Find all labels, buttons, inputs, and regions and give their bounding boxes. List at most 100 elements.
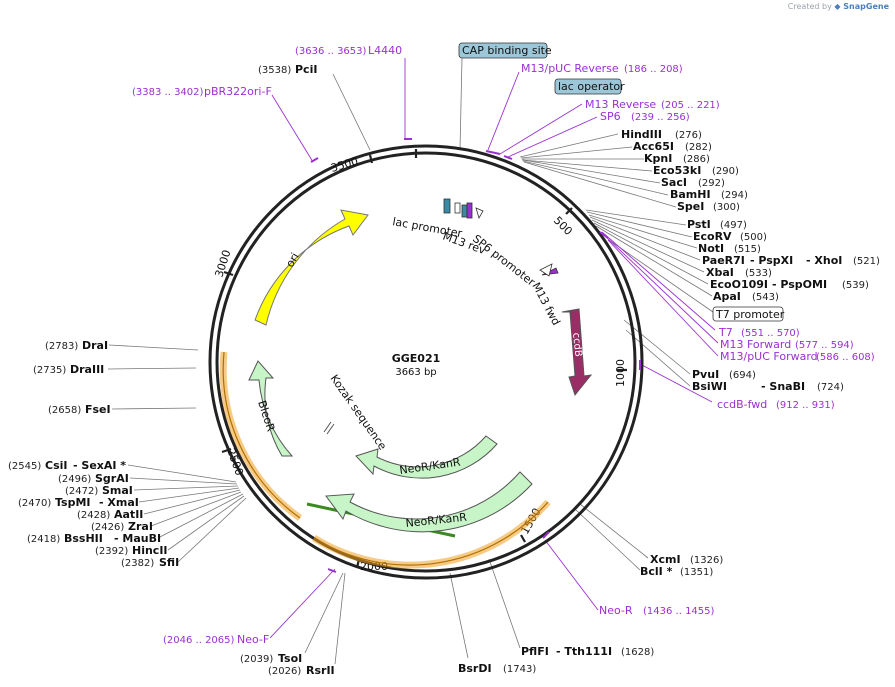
cap-label: CAP binding site (462, 44, 552, 57)
kozak-mark (323, 421, 335, 435)
enzyme-apai-pos: (543) (752, 292, 779, 303)
enzyme-sgrai-pos: (2496) (58, 474, 91, 485)
enzyme-psti-pos: (497) (720, 220, 747, 231)
m13-fwd-label: M13 fwd (529, 280, 562, 327)
enzyme-fsei: FseI (85, 403, 111, 416)
enzyme-xhoi: - XhoI (806, 254, 842, 267)
enzyme-kpni-pos: (286) (683, 154, 710, 165)
enzyme-bsshii-pos: (2418) (27, 534, 60, 545)
plasmid-size: 3663 bp (395, 367, 436, 378)
enzyme-pspxi: - PspXI (750, 254, 793, 267)
enzyme-bcli-pos: (1351) (680, 567, 713, 578)
mcs-features (443, 198, 559, 277)
enzyme-spei-pos: (300) (713, 202, 740, 213)
backbone-outer (208, 144, 644, 580)
enzyme-psti: PstI (687, 218, 711, 231)
enzyme-bsrdi-pos: (1743) (503, 664, 536, 675)
primer-m13-reverse-name: M13 Reverse (585, 98, 656, 111)
enzyme-drai: DraI (82, 339, 108, 352)
enzyme-smai-pos: (2472) (65, 486, 98, 497)
enzyme-zrai: ZraI (128, 520, 153, 533)
primer-m13puc-fwd-range: (586 .. 608) (816, 352, 875, 363)
enzyme-tth111i: - Tth111I (556, 645, 612, 658)
neor-outer-feature (325, 471, 533, 533)
primer-t7-range: (551 .. 570) (741, 328, 800, 339)
primer-neo-r-name: Neo-R (599, 604, 633, 617)
enzyme-csii-pos: (2545) (8, 461, 41, 472)
primer-m13-forward-name: M13 Forward (720, 338, 791, 351)
enzyme-bamhi: BamHI (670, 188, 711, 201)
enzyme-rsrii-pos: (2026) (268, 666, 301, 677)
enzyme-rsrii: RsrII (306, 664, 335, 677)
ori-label: ori (283, 251, 301, 270)
enzyme-pcii: PciI (295, 63, 317, 76)
enzyme-pspomi: - PspOMI (772, 278, 827, 291)
bleor-label: BleoR (255, 399, 277, 434)
enzyme-acc65i: Acc65I (633, 140, 674, 153)
primer-m13puc-fwd-name: M13/pUC Forward (720, 350, 818, 363)
primer-ccdb-fwd-range: (912 .. 931) (776, 400, 835, 411)
leader-lines (107, 57, 714, 665)
primer-leader-lines (269, 58, 719, 639)
t7-promoter-box (712, 306, 784, 322)
primer-marks (310, 138, 641, 573)
enzyme-ecorv-pos: (500) (740, 232, 767, 243)
tick-1000: 1000 (614, 359, 627, 387)
enzyme-maubi: - MauBI (114, 532, 161, 545)
primer-pbr322-range: (3383 .. 3402) (132, 87, 204, 98)
enzyme-bsrdi: BsrDI (458, 662, 492, 675)
enzyme-xbai: XbaI (706, 266, 734, 279)
primer-m13puc-rev-range: (186 .. 208) (624, 64, 683, 75)
enzyme-sgrai: SgrAI (95, 472, 129, 485)
enzyme-hindiii-pos: (276) (675, 130, 702, 141)
tick-3500: 3500 (329, 155, 359, 175)
enzyme-pflfi-pos: (1628) (621, 647, 654, 658)
enzyme-sexai: - SexAI * (73, 459, 126, 472)
enzyme-ecorv: EcoRV (693, 230, 732, 243)
primer-labels: (3636 .. 3653) L4440 (3383 .. 3402) pBR3… (132, 44, 875, 646)
enzyme-spei: SpeI (677, 200, 704, 213)
enzyme-labels: (3538) PciI HindIII (276) Acc65I (282) K… (8, 63, 880, 677)
primer-l4440-range: (3636 .. 3653) (295, 46, 367, 57)
enzyme-bsiwi-pos: (724) (817, 382, 844, 393)
enzyme-tsoi-pos: (2039) (240, 654, 273, 665)
ccdb-label: ccdB (570, 332, 583, 357)
enzyme-pvui: PvuI (692, 368, 719, 381)
enzyme-sfii: SfiI (159, 556, 179, 569)
enzyme-draiii-pos: (2735) (33, 365, 66, 376)
orange-band-lower-edge (313, 501, 549, 566)
primer-ccdb-fwd-name: ccdB-fwd (717, 398, 767, 411)
enzyme-tsoi: TsoI (278, 652, 302, 665)
enzyme-snabi: - SnaBI (761, 380, 805, 393)
enzyme-hindiii: HindIII (621, 128, 662, 141)
cap-box (458, 42, 548, 59)
primer-neo-f-range: (2046 .. 2065) (163, 635, 235, 646)
enzyme-smai: SmaI (102, 484, 133, 497)
enzyme-hincii-pos: (2392) (95, 546, 128, 557)
enzyme-paer7i-pos: (521) (853, 256, 880, 267)
enzyme-ecoo109i-pos: (539) (842, 280, 869, 291)
credit-prefix: Created by (787, 2, 832, 11)
primer-l4440-name: L4440 (368, 44, 402, 57)
enzyme-noti-pos: (515) (734, 244, 761, 255)
enzyme-aatii-pos: (2428) (77, 510, 110, 521)
snapgene-credit: Created by ◆ SnapGene (788, 2, 889, 11)
enzyme-drai-pos: (2783) (45, 341, 78, 352)
enzyme-csii: CsiI (45, 459, 67, 472)
enzyme-bcli: BclI * (640, 565, 673, 578)
primer-neo-f-name: Neo-F (237, 633, 269, 646)
enzyme-acc65i-pos: (282) (685, 142, 712, 153)
enzyme-saci-pos: (292) (698, 178, 725, 189)
primer-pbr322-name: pBR322ori-F (204, 85, 272, 98)
ccdb-feature (561, 308, 593, 397)
primer-sp6-name: SP6 (600, 110, 621, 123)
primer-sp6-range: (239 .. 256) (631, 112, 690, 123)
ori-feature (254, 209, 369, 326)
credit-brand: SnapGene (843, 2, 889, 11)
enzyme-xbai-pos: (533) (745, 268, 772, 279)
enzyme-zrai-pos: (2426) (91, 522, 124, 533)
lac-operator-box (554, 78, 622, 95)
enzyme-saci: SacI (661, 176, 687, 189)
enzyme-ecoo109i: EcoO109I (710, 278, 768, 291)
primer-neo-r-range: (1436 .. 1455) (643, 606, 715, 617)
